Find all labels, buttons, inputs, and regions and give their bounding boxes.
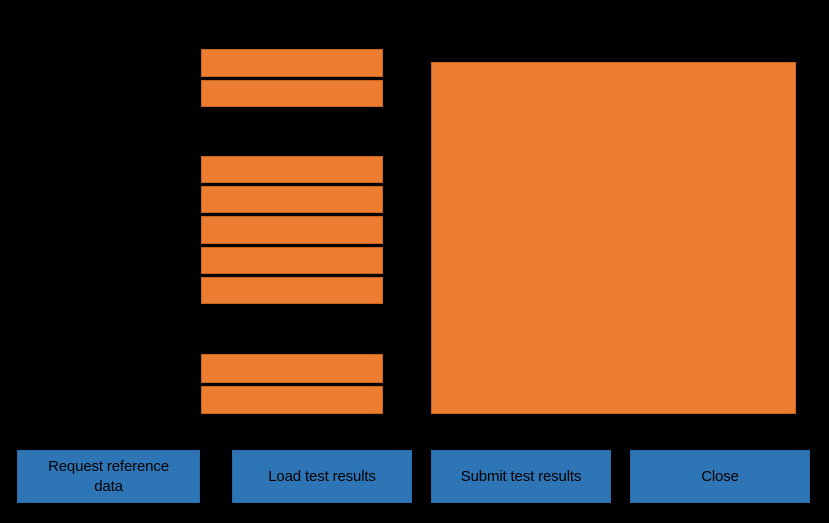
results-panel[interactable] [431,62,796,414]
load-test-results-button[interactable]: Load test results [232,450,412,503]
redacted-field-row[interactable] [201,354,383,383]
field-group-2 [201,156,383,305]
redacted-field-row[interactable] [201,276,383,305]
action-bar: Request reference data Load test results… [0,450,829,503]
request-reference-data-button[interactable]: Request reference data [17,450,200,503]
field-group-3 [201,354,383,414]
redacted-field-row[interactable] [201,385,383,414]
submit-test-results-button[interactable]: Submit test results [431,450,611,503]
redacted-field-row[interactable] [201,49,383,77]
redacted-field-row[interactable] [201,186,383,214]
redacted-field-row[interactable] [201,246,383,274]
close-button[interactable]: Close [630,450,810,503]
field-group-1 [201,49,383,107]
redacted-field-row[interactable] [201,79,383,107]
redacted-field-row[interactable] [201,216,383,244]
redacted-field-row[interactable] [201,156,383,184]
